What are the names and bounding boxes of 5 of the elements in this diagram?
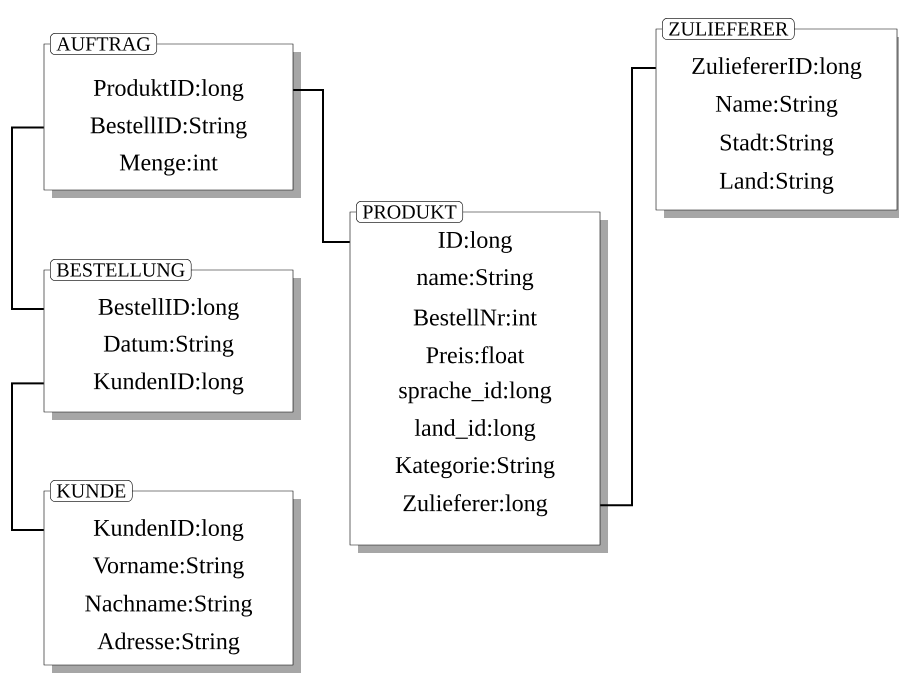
connector-line	[11, 126, 44, 310]
table-title: PRODUKT	[356, 200, 464, 224]
connector-line	[293, 89, 350, 243]
connector-line	[11, 382, 44, 531]
connector-line	[600, 67, 656, 506]
